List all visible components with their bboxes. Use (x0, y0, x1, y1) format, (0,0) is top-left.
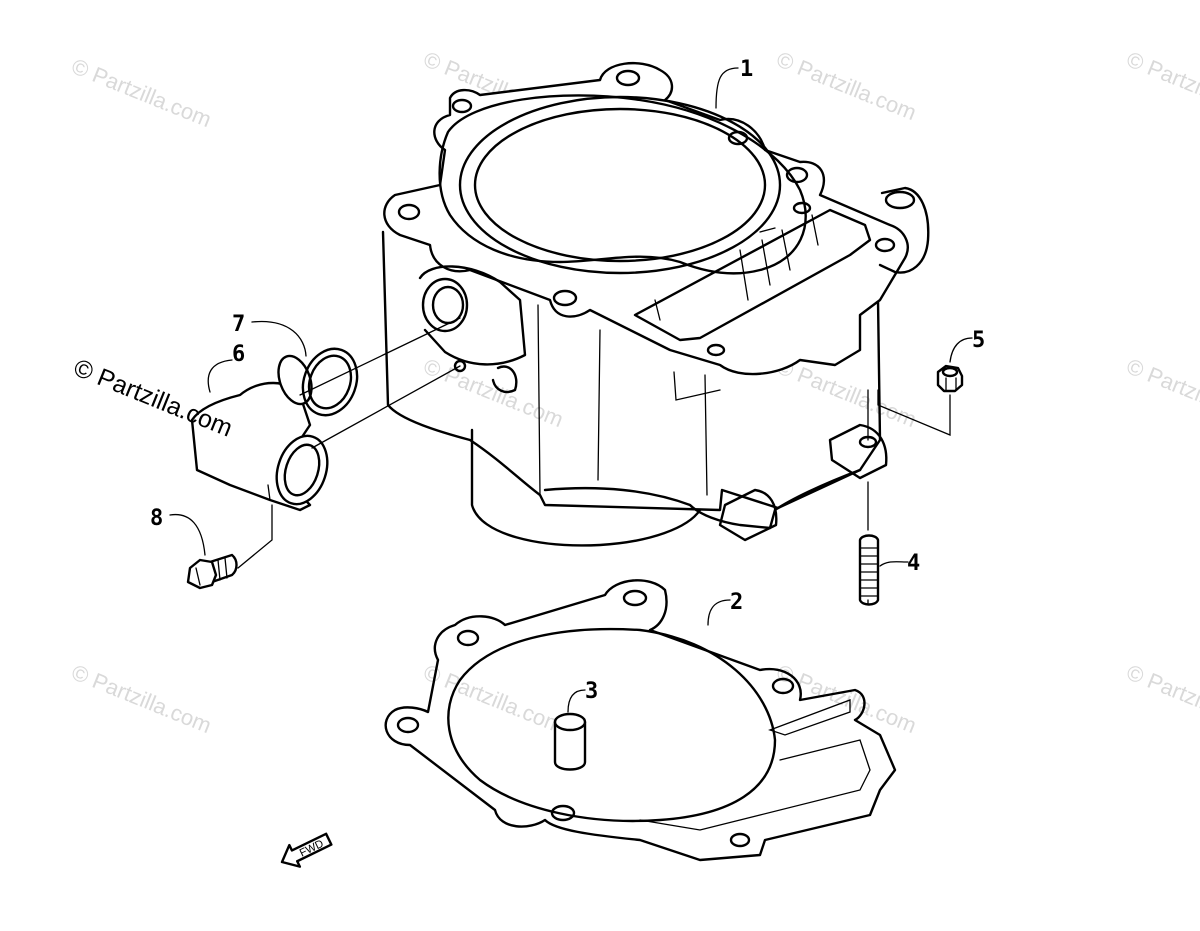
callout-part-1: 1 (740, 57, 753, 82)
fwd-arrow-icon (280, 832, 333, 868)
tunnel-boss (878, 186, 930, 274)
callouts: 1 2 3 4 5 6 7 8 (150, 57, 985, 704)
stud-bolt (858, 534, 880, 606)
leader-6 (207, 359, 233, 393)
watermark: © Partzilla.com (1123, 46, 1200, 125)
guide-line (237, 504, 273, 569)
callout-part-6: 6 (232, 342, 245, 367)
base-gasket-part (384, 579, 897, 862)
water-inlet-port-inner (431, 285, 465, 325)
bolt-part (186, 553, 238, 590)
water-fitting-outlet (275, 434, 329, 506)
callout-part-7: 7 (232, 312, 245, 337)
bolt-head-edge (195, 567, 201, 586)
bolt-hole (792, 201, 812, 215)
gasket-hole (550, 804, 576, 822)
cylinder-rib (537, 304, 541, 496)
tunnel-boss-cap (884, 190, 916, 210)
gasket-hole (729, 832, 751, 848)
leader-8 (169, 513, 206, 556)
forward-direction-indicator: FWD (280, 832, 333, 868)
flange-nut (936, 364, 964, 393)
watermark: © Partzilla.com (1123, 353, 1200, 432)
watermark: © Partzilla.com (68, 659, 215, 738)
water-fitting-part (190, 354, 329, 512)
water-inlet-port (421, 277, 469, 333)
base-gasket-bore (447, 627, 777, 823)
assembly-lines (237, 317, 951, 606)
cylinder-part (381, 62, 930, 547)
base-gasket-tunnel-cutout (768, 699, 851, 736)
bolt-head (186, 558, 218, 590)
cam-chain-tunnel-detail (654, 214, 819, 321)
stud-part (858, 534, 880, 606)
leader-7 (251, 320, 307, 357)
bolt-hole (397, 203, 421, 221)
watermark: © Partzilla.com (773, 46, 920, 125)
bolt-hole (706, 343, 726, 357)
nut-edge (945, 377, 957, 391)
cylinder-body (381, 230, 882, 512)
water-inlet-boss (418, 265, 527, 366)
cylinder-rib (673, 371, 721, 401)
nut-hole (941, 366, 959, 378)
leader-4 (879, 561, 909, 567)
watermark: © Partzilla.com (68, 53, 215, 132)
cylinder-bore-inner (473, 107, 767, 263)
bolt-hole (552, 289, 578, 307)
bore-gasket-groove (438, 94, 807, 275)
watermark-main: © Partzilla.com (70, 354, 237, 443)
callout-part-3: 3 (585, 679, 598, 704)
base-gasket-tunnel-cutout (639, 739, 871, 831)
watermark: © Partzilla.com (773, 659, 920, 738)
callout-part-8: 8 (150, 506, 163, 531)
cylinder-base-ear (828, 423, 888, 480)
water-fitting-tab (267, 484, 301, 511)
fwd-label: FWD (298, 838, 326, 860)
guide-line (311, 365, 461, 449)
leader-2 (707, 599, 731, 626)
bolt-hole (785, 166, 809, 184)
inlet-boss-lower (491, 365, 518, 394)
cylinder-rib (597, 329, 601, 481)
cylinder-base-ear (718, 488, 778, 542)
leader-5 (949, 337, 973, 363)
callout-part-4: 4 (907, 551, 920, 576)
guide-line (867, 389, 951, 441)
bolt-threads (217, 557, 228, 581)
callout-part-2: 2 (730, 590, 743, 615)
base-gasket-outline (384, 579, 897, 862)
o-ring-part (301, 347, 359, 417)
o-ring-inner (307, 354, 353, 410)
gasket-hole (622, 589, 648, 607)
cylinder-rib (704, 374, 708, 496)
bolt-hole (615, 69, 641, 87)
cam-chain-tunnel (633, 208, 872, 342)
bolt-hole (451, 98, 473, 114)
callout-leaders (169, 67, 973, 713)
nut-part (936, 364, 964, 393)
bolt-hole (874, 237, 896, 253)
cylinder-base-flange (543, 468, 862, 530)
gasket-hole (396, 716, 420, 734)
watermark: © Partzilla.com (1123, 659, 1200, 738)
leader-3 (567, 689, 586, 713)
callout-part-5: 5 (972, 328, 985, 353)
o-ring-outer (301, 347, 359, 417)
watermark: © Partzilla.com (773, 353, 920, 432)
inlet-bolt-hole (453, 359, 467, 373)
gasket-hole (771, 677, 795, 695)
watermark: © Partzilla.com (420, 659, 567, 738)
dowel-pin (553, 720, 587, 771)
cylinder-skirt (470, 428, 702, 547)
cylinder-bore (458, 95, 782, 275)
water-fitting-outlet-inner (283, 443, 321, 497)
gasket-hole (456, 629, 480, 647)
guide-line (299, 317, 461, 396)
dowel-pin-part (553, 712, 587, 771)
stud-threads (859, 547, 879, 597)
leader-1 (715, 67, 739, 109)
dowel-pin-top (553, 712, 587, 732)
